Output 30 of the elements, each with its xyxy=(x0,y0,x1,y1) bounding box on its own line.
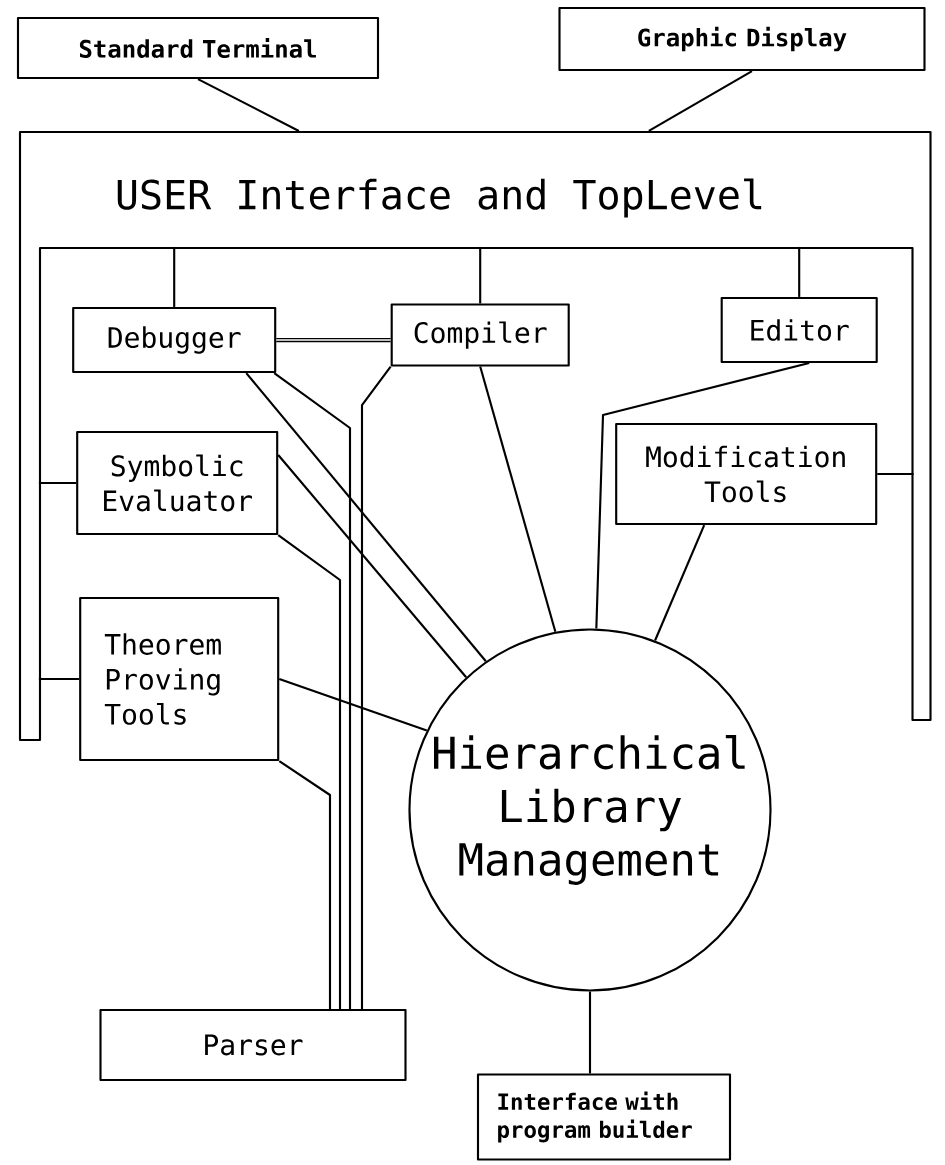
connector-line xyxy=(588,991,592,1074)
connector-line xyxy=(798,246,801,297)
connector-line xyxy=(654,524,706,641)
connector-line xyxy=(479,366,557,633)
connector-line xyxy=(277,534,342,1009)
connector-line xyxy=(275,337,392,343)
connector-line xyxy=(648,70,753,132)
tool-box: Theorem Proving Tools xyxy=(79,596,280,762)
connector-line xyxy=(278,678,428,732)
connector-line xyxy=(38,677,80,681)
connector-line xyxy=(360,365,392,1009)
interface-box: Interface with program builder xyxy=(476,1073,732,1161)
tool-box: Modification Tools xyxy=(615,422,878,526)
tool-box: Compiler xyxy=(390,303,570,367)
parser-box: Parser xyxy=(99,1008,407,1082)
connector-line xyxy=(38,481,77,485)
connector-line xyxy=(245,372,487,662)
tool-box: Symbolic Evaluator xyxy=(76,430,279,536)
tool-box: Debugger xyxy=(72,306,277,374)
display-box: Graphic Display xyxy=(558,6,926,72)
connector-line xyxy=(173,246,176,307)
connector-line xyxy=(877,472,914,476)
connector-line xyxy=(273,372,352,1009)
tool-box: Editor xyxy=(720,296,878,364)
connector-line xyxy=(277,454,467,678)
connector-line xyxy=(479,246,482,304)
connector-line xyxy=(197,78,300,132)
terminal-box: Standard Terminal xyxy=(16,16,380,80)
connector-line xyxy=(278,760,332,1009)
connector-line xyxy=(595,362,810,629)
